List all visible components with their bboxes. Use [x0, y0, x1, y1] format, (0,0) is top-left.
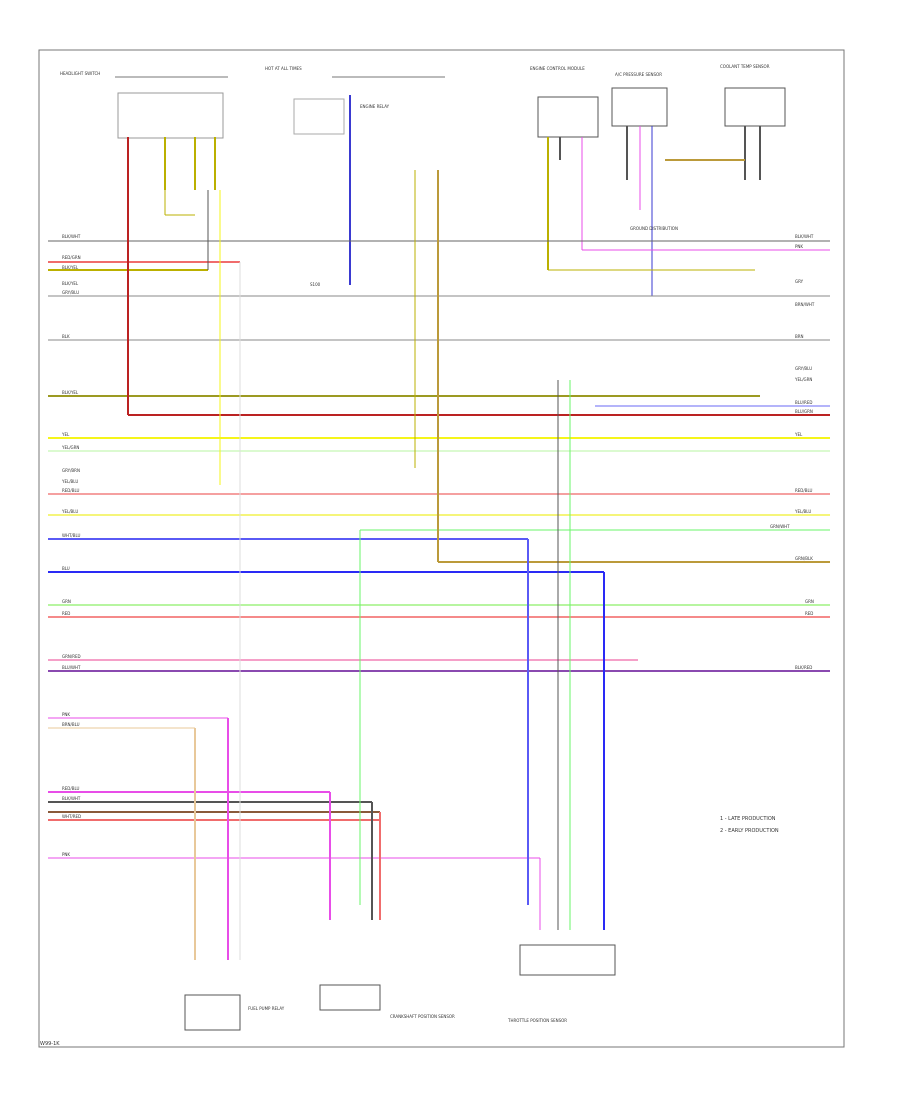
right-label: GRN/WHT	[770, 524, 790, 529]
right-label: GRN/BLK	[795, 556, 813, 561]
left-label: GRN	[62, 599, 71, 604]
left-label: RED	[62, 611, 70, 616]
left-label: RED/BLU	[62, 786, 80, 791]
left-label: YEL/GRN	[61, 445, 79, 450]
ground-label: GROUND DISTRIBUTION	[630, 226, 678, 231]
right-label: YEL/GRN	[794, 377, 812, 382]
page-id: W99-1K	[40, 1041, 60, 1047]
left-label: BLK/WHT	[62, 796, 81, 801]
fuel-pump-relay-label: FUEL PUMP RELAY	[248, 1006, 285, 1011]
left-label: BLK	[62, 334, 70, 339]
splice-label: S100	[310, 282, 321, 287]
left-label: YEL/BLU	[61, 479, 78, 484]
left-label: YEL	[61, 432, 70, 437]
right-label: YEL	[794, 432, 803, 437]
left-label: WHT/RED	[62, 814, 81, 819]
left-label: GRY/BLU	[62, 290, 79, 295]
right-label: GRY/BLU	[795, 366, 812, 371]
headlight-switch: HEADLIGHT SWITCH	[60, 71, 228, 190]
right-label: RED	[805, 611, 813, 616]
legend-item-1: 1 - LATE PRODUCTION	[720, 816, 776, 822]
left-label: GRN/RED	[62, 654, 81, 659]
left-label: WHT/BLU	[62, 533, 81, 538]
relay-label: ENGINE RELAY	[360, 104, 390, 109]
left-label: BLK/YEL	[62, 265, 79, 270]
coolant-sensor-box	[724, 87, 786, 127]
right-label: BRN	[795, 334, 804, 339]
ecm-label: ENGINE CONTROL MODULE	[530, 66, 585, 71]
throttle-sensor-label: THROTTLE POSITION SENSOR	[507, 1018, 567, 1023]
left-label: BRN/BLU	[62, 722, 80, 727]
left-label: BLK/YEL	[62, 281, 79, 286]
ecm-box	[537, 96, 599, 138]
right-label: RED/BLU	[795, 488, 813, 493]
pressure-sensor-label: A/C PRESSURE SENSOR	[615, 72, 662, 77]
left-label: RED/BLU	[62, 488, 80, 493]
throttle-sensor-box	[519, 944, 616, 976]
left-label: RED/GRN	[62, 255, 81, 260]
diagram-frame	[38, 49, 845, 1048]
right-label: BLK/RED	[795, 665, 812, 670]
left-label: BLK/YEL	[62, 390, 79, 395]
coolant-sensor-label: COOLANT TEMP SENSOR	[720, 64, 770, 69]
left-label: YEL/BLU	[61, 509, 78, 514]
right-label: BLK/WHT	[795, 234, 814, 239]
left-wire-labels: BLK/WHT RED/GRN BLK/YEL BLK/YEL GRY/BLU …	[61, 234, 81, 857]
right-label: GRN	[805, 599, 814, 604]
left-label: GRY/BRN	[62, 468, 80, 473]
left-label: BLK/WHT	[62, 234, 81, 239]
right-label: BLU/GRN	[795, 409, 813, 414]
crankshaft-sensor-box	[319, 984, 381, 1011]
right-label: PNK	[795, 244, 803, 249]
left-label: PNK	[62, 852, 70, 857]
right-label: BLU/RED	[795, 400, 812, 405]
engine-relay: ENGINE RELAY HOT AT ALL TIMES S100	[265, 66, 445, 287]
right-label: YEL/BLU	[794, 509, 811, 514]
fuel-pump-relay-box	[184, 994, 241, 1031]
legend-item-2: 2 - EARLY PRODUCTION	[720, 828, 779, 834]
right-label: GRY	[795, 279, 804, 284]
left-label: BLU	[62, 566, 70, 571]
left-label: BLU/WHT	[62, 665, 81, 670]
fuse-label: HOT AT ALL TIMES	[265, 66, 302, 71]
headlight-switch-label: HEADLIGHT SWITCH	[60, 71, 100, 76]
left-label: PNK	[62, 712, 70, 717]
right-wire-labels: BLK/WHT PNK GRY BRN/WHT BRN GRY/BLU BLU/…	[770, 234, 815, 670]
pressure-sensor-box	[611, 87, 668, 127]
crankshaft-sensor-label: CRANKSHAFT POSITION SENSOR	[390, 1014, 455, 1019]
right-label: BRN/WHT	[795, 302, 815, 307]
